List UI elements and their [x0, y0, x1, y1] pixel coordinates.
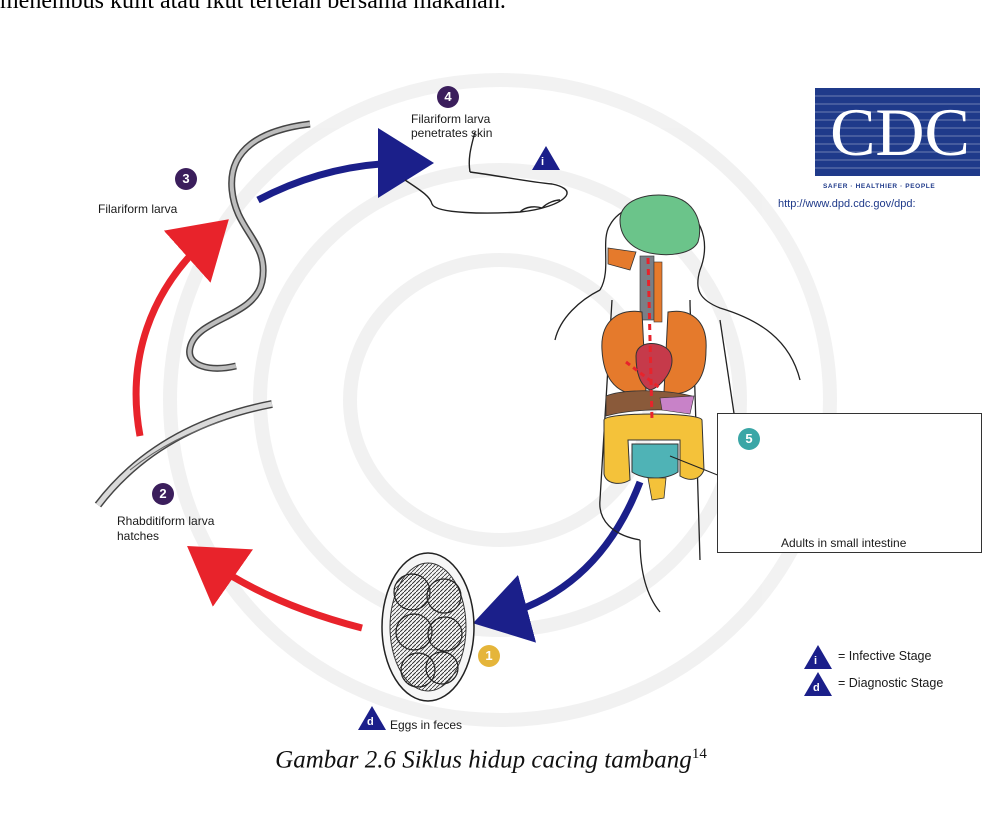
legend-diagnostic-letter: d	[813, 681, 820, 695]
stage-1-label: Eggs in feces	[390, 718, 462, 732]
cdc-url: http://www.dpd.cdc.gov/dpd:	[778, 198, 916, 210]
infective-letter: i	[541, 155, 544, 169]
figure-caption: Gambar 2.6 Siklus hidup cacing tambang14	[0, 746, 982, 774]
stage-5-label: Adults in small intestine	[781, 536, 906, 550]
infective-stage-icon	[532, 146, 560, 170]
legend-infective-text: = Infective Stage	[838, 649, 931, 663]
legend-infective-triangle	[804, 645, 832, 669]
stage-4-badge: 4	[437, 86, 459, 108]
legend-infective-letter: i	[814, 654, 817, 668]
cdc-logo-text: CDC	[820, 92, 980, 172]
cdc-tagline: SAFER · HEALTHIER · PEOPLE	[823, 183, 935, 190]
stage-4-label-line2: penetrates skin	[411, 126, 492, 140]
stage-4-label-line1: Filariform larva	[411, 112, 490, 126]
stage-5-badge: 5	[738, 428, 760, 450]
stage-2-badge: 2	[152, 483, 174, 505]
stage-3-badge: 3	[175, 168, 197, 190]
stage-3-label: Filariform larva	[98, 202, 177, 216]
diagnostic-letter: d	[367, 715, 374, 729]
stage-1-badge: 1	[478, 645, 500, 667]
stage-2-label-line2: hatches	[117, 529, 159, 543]
egg-illustration	[382, 553, 474, 701]
stage-2-label-line1: Rhabditiform larva	[117, 514, 214, 528]
figure-caption-ref: 14	[692, 746, 707, 762]
figure-caption-text: Gambar 2.6 Siklus hidup cacing tambang	[275, 746, 692, 773]
legend-diagnostic-text: = Diagnostic Stage	[838, 676, 943, 690]
